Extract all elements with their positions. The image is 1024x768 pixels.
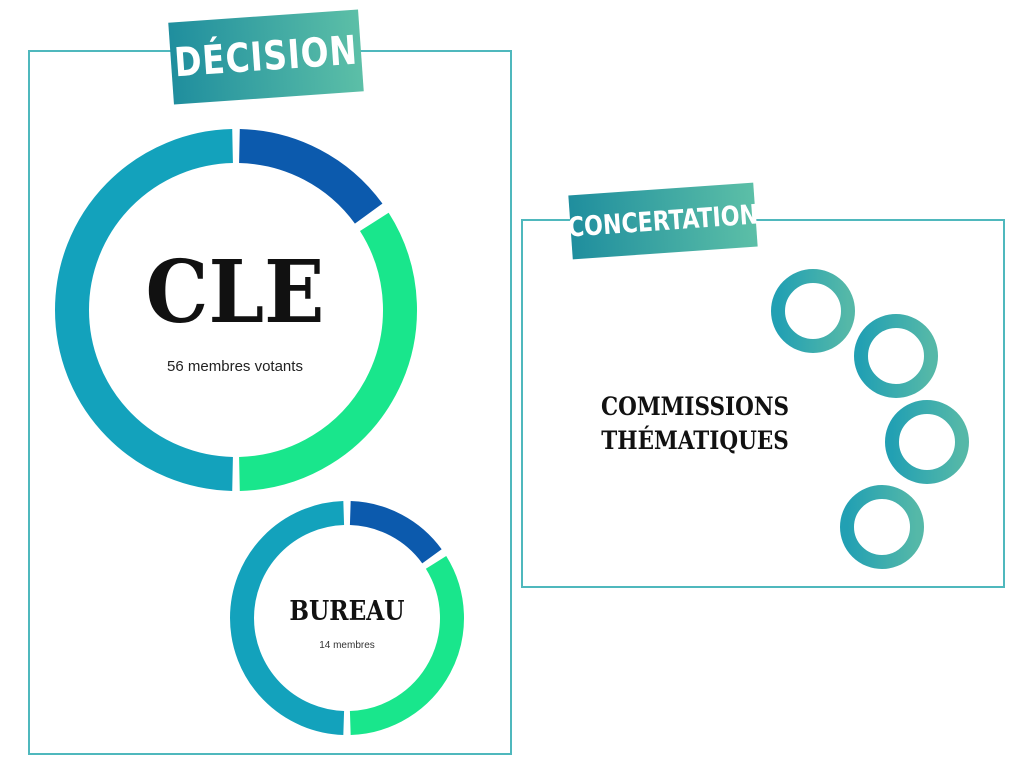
cle-ring-segment-2 <box>238 212 417 491</box>
cle-ring-segment-3 <box>55 129 233 491</box>
commissions-label-line1: COMMISSIONS <box>600 392 790 421</box>
bureau-subtitle: 14 membres <box>319 640 375 651</box>
bureau-ring-segment-1 <box>349 501 442 564</box>
commissions-label: COMMISSIONS THÉMATIQUES <box>579 390 811 458</box>
commission-circle-1 <box>771 269 855 353</box>
cle-ring-segment-1 <box>238 129 383 224</box>
cle-donut-ring <box>55 129 417 491</box>
commission-circles <box>771 269 969 569</box>
decision-tag: DÉCISION <box>168 9 364 105</box>
commissions-label-line2: THÉMATIQUES <box>601 425 789 455</box>
concertation-frame <box>521 219 1005 588</box>
cle-title: CLE <box>145 242 325 343</box>
commission-circle-2 <box>854 314 938 398</box>
bureau-ring-segment-3 <box>230 501 345 735</box>
bureau-title: BUREAU <box>289 596 405 627</box>
commission-circle-3 <box>885 400 969 484</box>
bureau-ring-segment-2 <box>349 556 464 735</box>
concertation-tag: CONCERTATION <box>567 182 759 260</box>
commission-circle-4 <box>840 485 924 569</box>
bureau-donut-ring <box>230 501 464 735</box>
cle-subtitle: 56 membres votants <box>167 358 303 375</box>
